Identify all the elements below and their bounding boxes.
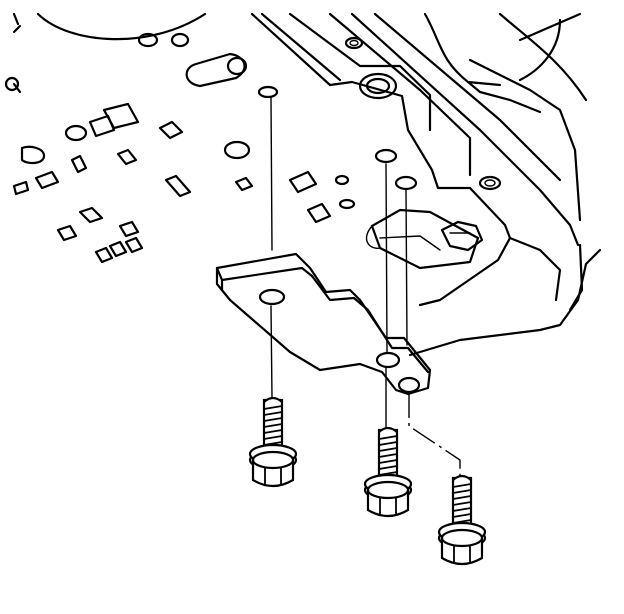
bracket-edge [215,266,314,282]
housing-boss-hole [349,39,359,47]
alignment-line [385,163,388,353]
housing-boss [374,148,398,164]
housing-edge [466,80,542,114]
alignment-line [270,97,273,251]
bolt-thread [452,495,472,500]
housing-edge [568,243,584,312]
housing-boss-arc [36,12,207,41]
housing-recess-detail [365,225,381,249]
bolt-thread [263,411,283,416]
housing-edge [328,12,472,177]
bolt-thread [378,435,398,440]
housing-boss [478,175,502,191]
bolt-thread [378,441,398,446]
housing-casting [4,12,602,357]
bolt-thread [452,483,472,488]
housing-edge [518,18,562,82]
bolt-thread [378,453,398,458]
housing-boss-hole [484,179,496,187]
housing-edge [373,12,562,182]
bolt-thread [452,513,472,518]
housing-boss [257,85,279,99]
bolt-thread [263,423,283,428]
flange-bolt [363,426,413,518]
bolt-thread [263,429,283,434]
housing-edge [468,58,582,222]
alignment-line [405,189,408,346]
housing-edge [508,236,562,302]
housing-edge [518,12,582,42]
housing-recess-detail [379,235,441,251]
bolt-thread [263,435,283,440]
bolt-thread [378,459,398,464]
flange-bolt [248,396,298,488]
housing-boss [344,36,364,50]
alignment-line [270,305,273,399]
bracket-body [215,252,432,396]
bolt-thread [378,465,398,470]
bolt-thread [452,501,472,506]
bolt-hex-top [440,528,484,548]
bolt-thread [263,417,283,422]
bolt-thread [263,405,283,410]
alignment-line-dashed [408,392,461,476]
bolt-tip [263,396,283,403]
bolt-tip [378,426,398,433]
housing-edge [288,12,432,132]
housing-edge [260,12,342,82]
housing-lower-edge [408,248,602,357]
housing-boss [334,174,350,186]
housing-boss [394,175,418,191]
alignment-lines [270,97,461,476]
bracket-edge [310,274,430,374]
housing-edge-mark [12,24,22,34]
housing-boss [358,72,398,100]
bolt-hex-top [366,480,410,500]
housing-hex-nut [440,220,484,252]
bolts-group [248,396,487,566]
flange-bolt [437,474,487,566]
bolt-hex-top [251,450,295,470]
bolt-tip [452,474,472,481]
housing-edge [498,12,588,102]
bolt-thread [452,489,472,494]
housing-edge [418,236,512,307]
separator-plate-passages [4,12,332,264]
housing-edge [350,12,580,247]
bolt-thread [452,507,472,512]
bolt-thread [378,447,398,452]
housing-edge [250,12,512,240]
housing-edge [423,12,502,87]
bracket-bolt-hole [397,376,421,394]
bracket-bolt-hole [258,288,286,306]
housing-boss-hole [365,77,391,95]
bracket-bolt-hole [375,351,401,369]
housing-boss [338,198,356,210]
mounting-bracket [215,252,432,396]
